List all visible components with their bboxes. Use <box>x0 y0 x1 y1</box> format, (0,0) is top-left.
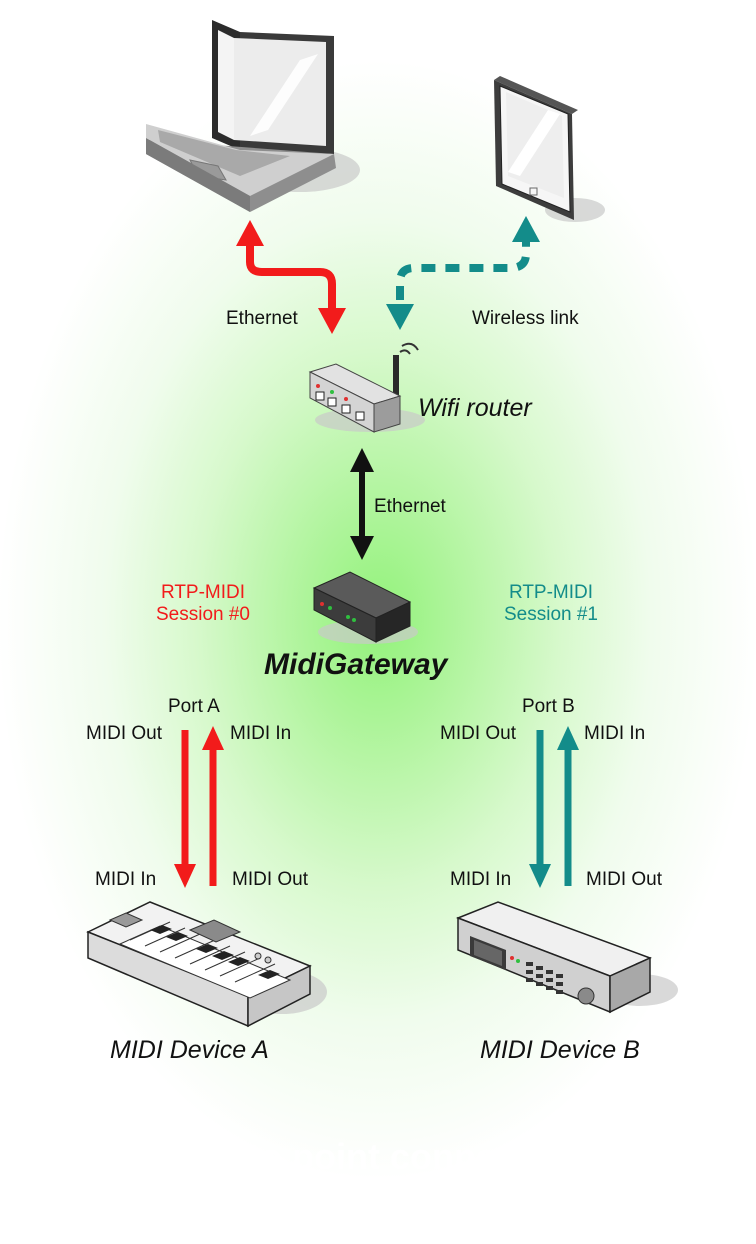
tablet-icon <box>494 76 605 222</box>
port-a-midi-in-top: MIDI In <box>230 723 292 744</box>
router-icon <box>308 342 425 433</box>
gateway-label: MidiGateway <box>264 648 448 681</box>
device-b-label: MIDI Device B <box>480 1036 640 1064</box>
keyboard-device-icon <box>86 901 327 1028</box>
port-b-midi-in-bottom: MIDI In <box>450 869 512 890</box>
port-a-midi-out-bottom: MIDI Out <box>232 869 309 890</box>
laptop-icon <box>146 20 360 212</box>
port-b-label: Port B <box>522 696 575 717</box>
session1-label: RTP-MIDI Session #1 <box>486 582 616 626</box>
port-a-midi-out-top: MIDI Out <box>86 723 163 744</box>
ethernet-mid-label: Ethernet <box>374 496 446 517</box>
port-a-label: Port A <box>168 696 220 717</box>
router-label: Wifi router <box>418 394 532 422</box>
port-b-midi-out-top: MIDI Out <box>440 723 517 744</box>
port-a-midi-in-bottom: MIDI In <box>95 869 157 890</box>
session1-line1: RTP-MIDI <box>508 582 594 603</box>
session0-label: RTP-MIDI Session #0 <box>138 582 268 626</box>
wireless-link-label: Wireless link <box>472 308 579 329</box>
session1-line2: Session #1 <box>503 604 598 625</box>
caption-title: Point to point connection <box>148 1136 582 1177</box>
device-a-label: MIDI Device A <box>110 1036 269 1064</box>
session0-line2: Session #0 <box>155 604 250 625</box>
rack-device-icon <box>455 901 678 1014</box>
session0-line1: RTP-MIDI <box>160 582 246 603</box>
port-b-midi-in-top: MIDI In <box>584 723 646 744</box>
ethernet-top-label: Ethernet <box>226 308 298 329</box>
port-b-midi-out-bottom: MIDI Out <box>586 869 663 890</box>
gateway-icon <box>312 571 418 644</box>
